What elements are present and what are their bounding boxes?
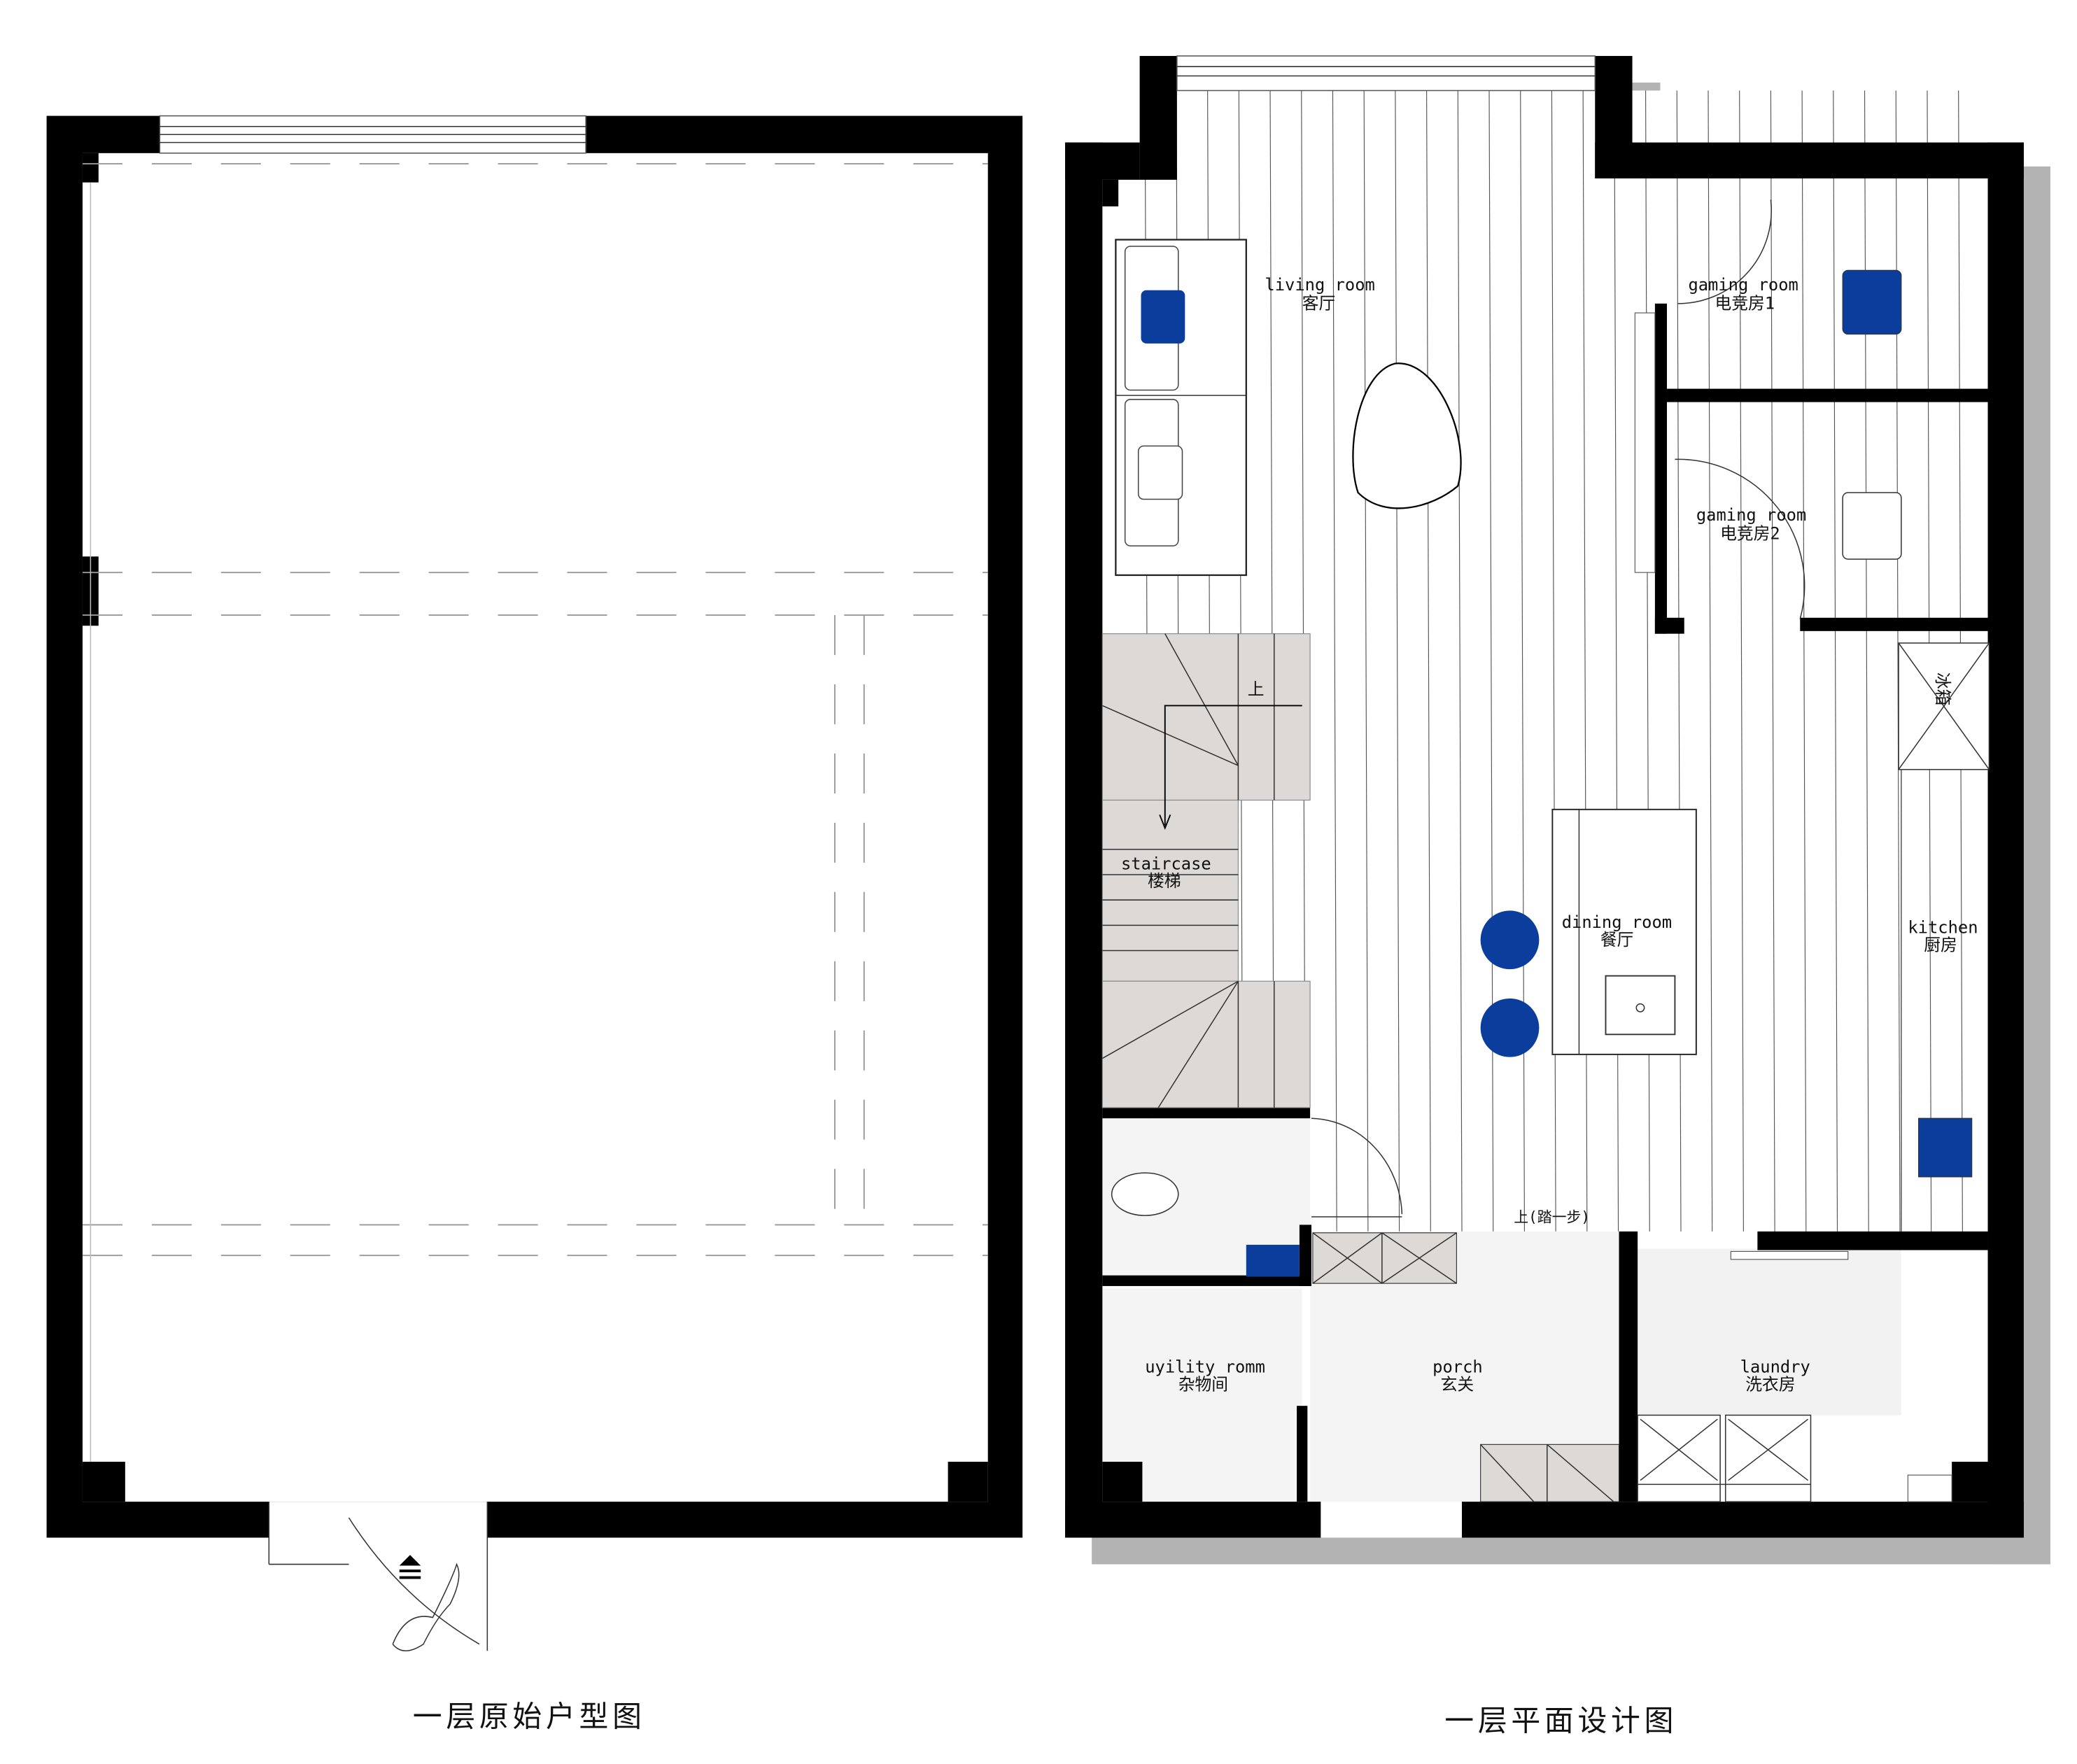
floor-plank-line xyxy=(1457,90,1463,1232)
gaming-room-2-label-cn: 电竞房2 xyxy=(1720,524,1780,544)
toilet xyxy=(1111,1172,1179,1216)
stool-blue xyxy=(1480,998,1540,1057)
step-up-label: 上(踏一步) xyxy=(1514,1209,1590,1226)
floor-plank-line xyxy=(1426,90,1431,1232)
dining-room-label-cn: 餐厅 xyxy=(1600,930,1634,950)
utility-room-label-cn: 杂物间 xyxy=(1178,1374,1228,1394)
floor-plank-line xyxy=(1770,90,1775,1232)
staircase: 上 xyxy=(1101,633,1311,1108)
floor-plank-line xyxy=(1708,90,1713,1232)
cushion-blue xyxy=(1141,290,1185,344)
fridge: 冰箱 xyxy=(1898,642,1990,770)
porch-label: porch xyxy=(1432,1357,1483,1377)
utility-bin-blue xyxy=(1246,1244,1300,1277)
washing-machines xyxy=(1637,1414,1812,1502)
kitchen-bin-blue xyxy=(1918,1117,1973,1178)
stool-blue xyxy=(1480,910,1540,970)
floor-plank-line xyxy=(1801,90,1807,1232)
stair-up-label: 上 xyxy=(1248,679,1265,699)
fridge-label: 冰箱 xyxy=(1933,672,1952,706)
living-room-label-cn: 客厅 xyxy=(1302,293,1336,313)
porch-label-cn: 玄关 xyxy=(1441,1374,1474,1394)
staircase-label-cn: 楼梯 xyxy=(1148,871,1181,891)
design-floor-plan: /* placeholder */ xyxy=(1065,55,2050,1737)
design-plan-caption: 一层平面设计图 xyxy=(1444,1703,1677,1737)
gaming-room-1-label-cn: 电竞房1 xyxy=(1715,293,1775,313)
person-figure-icon xyxy=(392,1562,460,1651)
entrance-arrow-icon xyxy=(399,1555,421,1579)
lounge-chair xyxy=(1352,362,1462,509)
laundry-label: laundry xyxy=(1740,1357,1810,1377)
floor-plank-line xyxy=(1332,90,1337,1232)
gaming-chair-blue xyxy=(1842,269,1902,335)
gaming-chair xyxy=(1842,492,1902,560)
dining-room-label: dining room xyxy=(1562,912,1672,932)
staircase-label: staircase xyxy=(1121,854,1211,873)
floor-plank-line xyxy=(1395,90,1400,1232)
floor-plank-line xyxy=(1833,90,1838,1232)
laundry-label-cn: 洗衣房 xyxy=(1745,1374,1795,1394)
kitchen-label: kitchen xyxy=(1908,918,1978,938)
kitchen-island xyxy=(1551,808,1697,1055)
sofa xyxy=(1115,239,1247,577)
shoe-cabinet xyxy=(1312,1232,1620,1502)
original-plan-caption: 一层原始户型图 xyxy=(413,1700,646,1734)
sink xyxy=(1605,975,1676,1036)
original-floor-plan: 一层原始户型图 xyxy=(46,115,1023,1734)
gaming-room-1-label: gaming room xyxy=(1688,275,1798,295)
utility-room-label: uyility romm xyxy=(1145,1357,1265,1377)
living-room-label: living room xyxy=(1265,275,1374,295)
gaming-room-2-label: gaming room xyxy=(1696,505,1806,525)
kitchen-label-cn: 厨房 xyxy=(1924,935,1957,954)
floor-plank-line xyxy=(1363,90,1369,1232)
